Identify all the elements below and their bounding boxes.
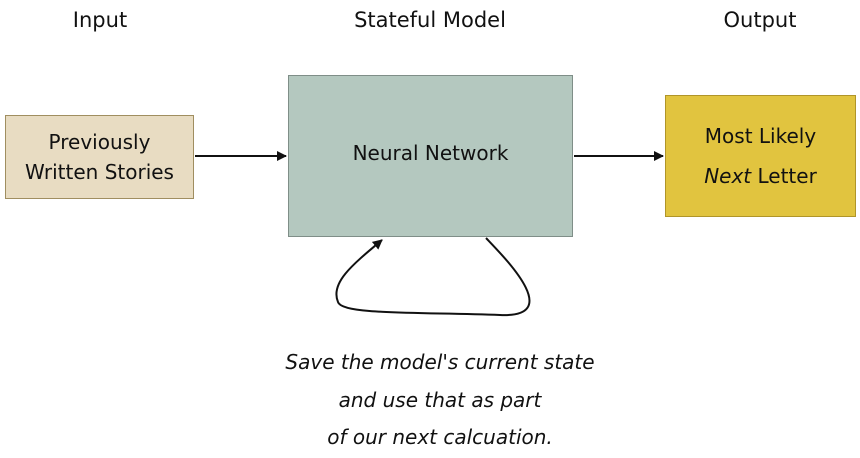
output-node: Most Likely Next Letter: [665, 95, 856, 217]
output-node-line2-rest: Letter: [751, 164, 817, 188]
feedback-caption: Save the model's current state and use t…: [240, 344, 640, 457]
output-column-label: Output: [723, 8, 797, 32]
input-node-line2: Written Stories: [25, 160, 174, 184]
model-node: Neural Network: [288, 75, 573, 237]
caption-line3: of our next calcuation.: [327, 425, 553, 449]
state-feedback-loop-arrow: [335, 237, 531, 317]
output-node-line2: Next Letter: [704, 156, 817, 196]
model-column-label: Stateful Model: [354, 8, 506, 32]
caption-line2: and use that as part: [338, 387, 542, 412]
output-node-line2-italic: Next: [704, 164, 752, 188]
input-node-line1: Previously: [48, 130, 151, 154]
model-node-label: Neural Network: [352, 141, 509, 165]
input-node: Previously Written Stories: [5, 115, 194, 199]
input-column-label: Input: [72, 8, 128, 32]
output-node-line1: Most Likely: [704, 124, 817, 148]
caption-line1: Save the model's current state: [285, 350, 595, 374]
